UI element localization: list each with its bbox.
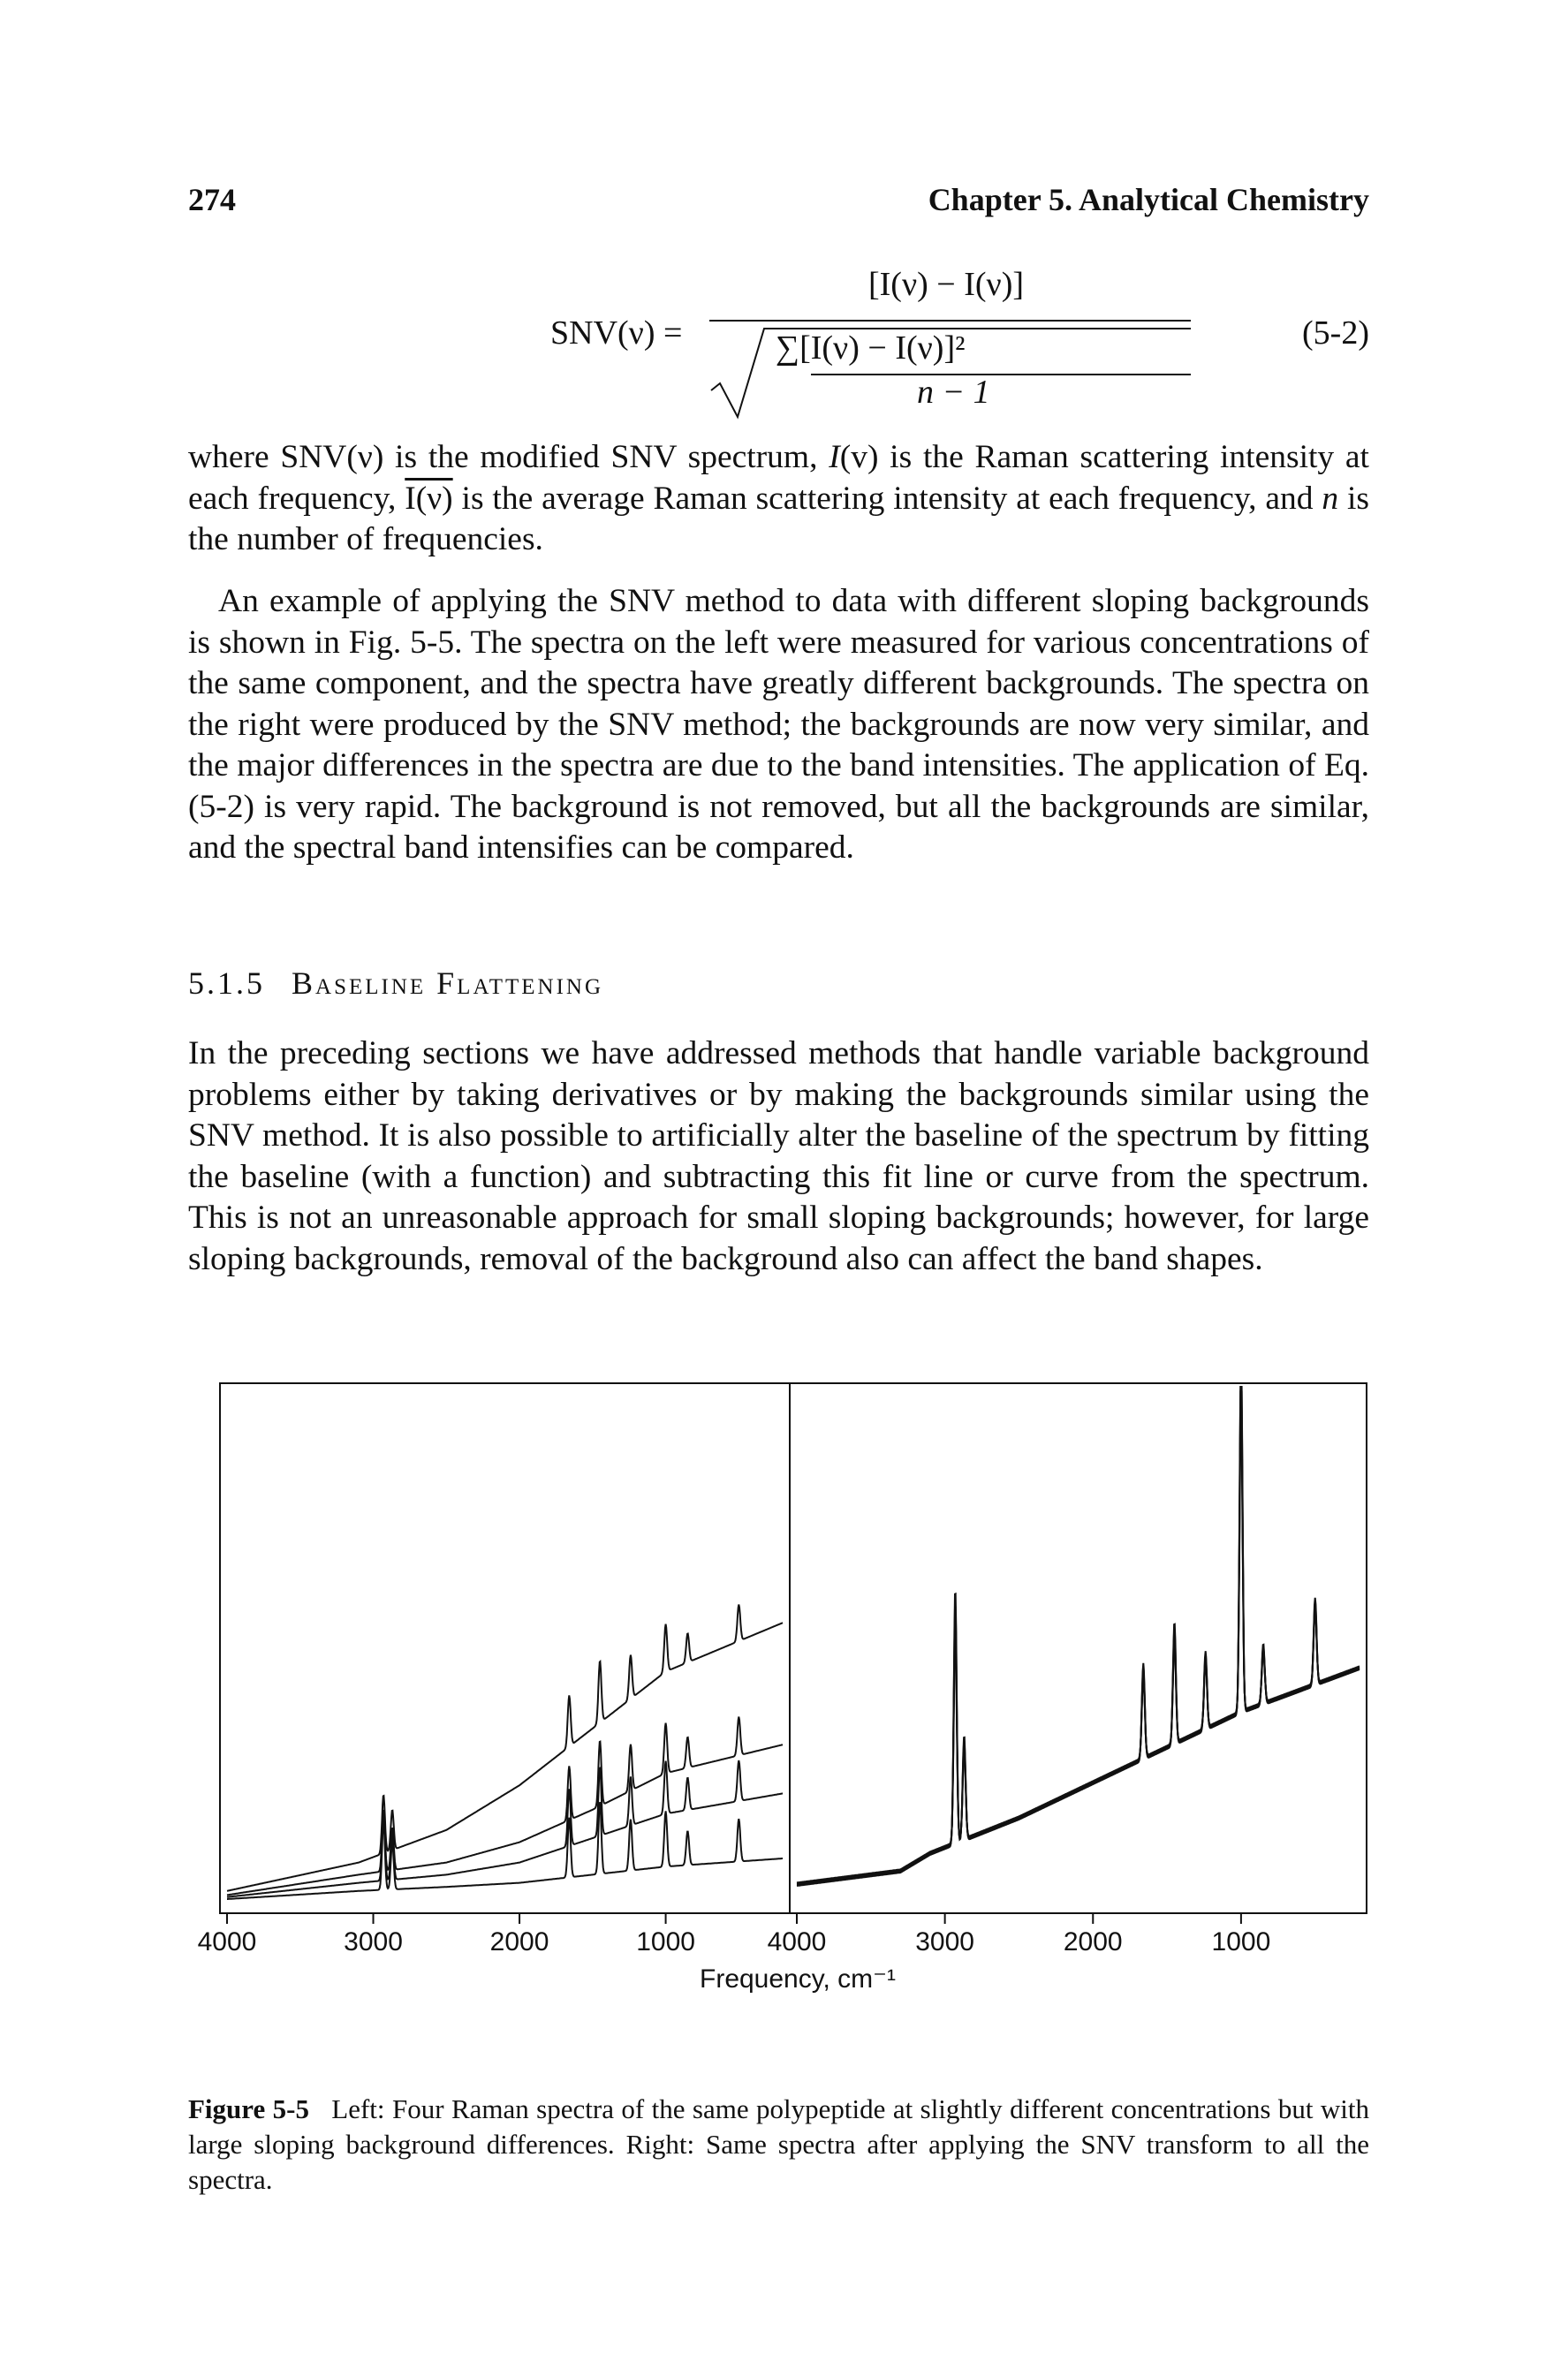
equation-denominator-sum: ∑[I(ν) − I(ν)]² [776,329,966,367]
p1-text-b: I [829,439,840,475]
right-spectrum-4 [796,1405,1360,1884]
paragraph-snv-definition: where SNV(ν) is the modified SNV spectru… [188,437,1369,561]
left-spectrum-4 [227,1801,783,1900]
page-number: 274 [188,182,236,217]
right-spectrum-3 [796,1386,1360,1885]
x-tick-label: 1000 [636,1927,695,1957]
left-spectrum-1 [226,1604,784,1892]
x-tick-label: 2000 [1064,1927,1123,1957]
p1-text-a: where SNV(ν) is the modified SNV spectru… [188,439,829,475]
x-tick-label: 3000 [915,1927,974,1957]
paragraph-baseline-flattening: In the preceding sections we have addres… [188,1035,1369,1277]
x-axis-label: Frequency, cm⁻¹ [700,1964,896,1994]
raman-spectra-figure: 4000 3000 2000 1000 4000 3000 2000 1000 Frequen… [198,1382,1367,1994]
left-spectrum-3 [226,1760,784,1898]
equation-lhs: SNV(ν) = [550,314,683,352]
p1-text-f: n [1322,480,1339,517]
x-tick-label: 3000 [344,1927,403,1957]
section-title: Baseline Flattening [292,965,604,1001]
right-spectrum-1 [796,1386,1360,1887]
x-tick-label: 4000 [198,1927,257,1957]
right-panel-spectra [796,1386,1360,1887]
p1-text-c: (v) is the Raman scattering intensity at… [188,439,1369,517]
chapter-title: Chapter 5. Analytical Chemistry [928,182,1369,217]
section-heading: 5.1.5 Baseline Flattening [188,965,603,1002]
p1-text-e: is the average Raman scattering intensit… [452,480,1322,517]
equation-number: (5-2) [1302,314,1369,352]
x-axis-ticks: 4000 3000 2000 1000 4000 3000 2000 1000 [198,1913,1271,1957]
caption-label: Figure 5-5 [188,2093,309,2124]
paragraph-snv-example: An example of applying the SNV method to… [188,583,1369,866]
x-tick-label: 4000 [768,1927,827,1957]
left-spectrum-2 [226,1716,784,1896]
caption-text: Left: Four Raman spectra of the same pol… [188,2093,1369,2195]
figure-caption: Figure 5-5 Left: Four Raman spectra of t… [188,2092,1369,2198]
equation-numerator: [I(ν) − I(ν)] [868,266,1025,303]
equation-fraction: [I(ν) − I(ν)] ∑[I(ν) − I(ν)]² n − 1 [709,265,1191,420]
x-tick-label: 1000 [1212,1927,1271,1957]
equation-5-2: SNV(ν) = [I(ν) − I(ν)] ∑[I(ν) − I(ν)]² n… [188,265,1369,420]
p1-text-g: is the number of frequencies. [188,480,1370,558]
left-panel-frame [219,1382,791,1914]
section-number: 5.1.5 [188,965,265,1001]
p1-text-d: I(ν) [405,480,453,517]
fraction-bar [709,320,1191,322]
right-panel-frame [789,1382,1367,1914]
square-root-sign [710,328,1191,420]
right-spectrum-2 [796,1386,1360,1886]
figure-5-5: 4000 3000 2000 1000 4000 3000 2000 1000 Frequen… [198,1378,1381,1996]
x-tick-label: 2000 [490,1927,549,1957]
running-header: 274 Chapter 5. Analytical Chemistry [188,181,1369,225]
equation-denominator-n: n − 1 [917,374,990,411]
left-panel-spectra [226,1604,784,1900]
